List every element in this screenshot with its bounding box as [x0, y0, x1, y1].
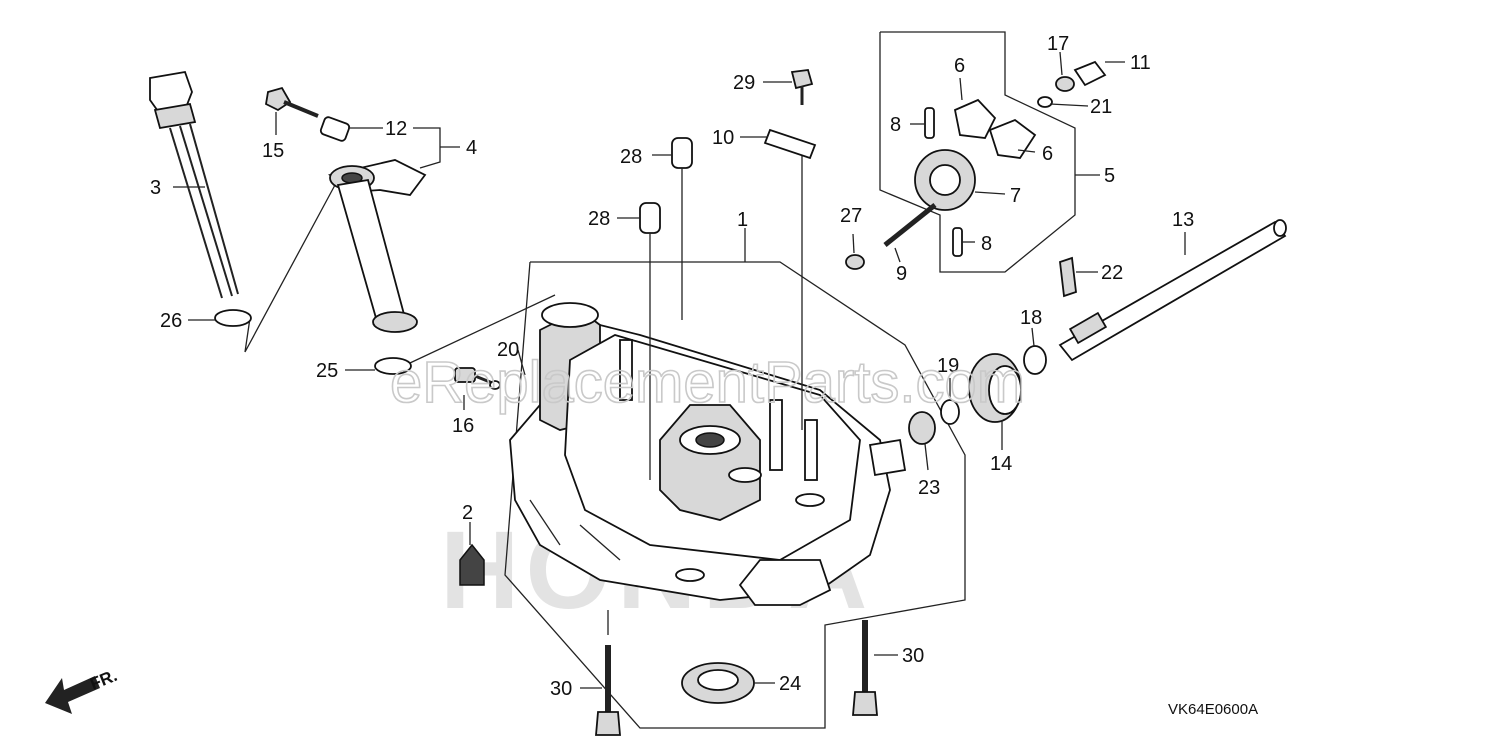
front-direction-arrow: FR.	[45, 666, 120, 714]
bolt-15	[265, 86, 319, 118]
gear-14	[968, 353, 1022, 423]
callout-1: 1	[737, 209, 748, 231]
washer-21	[1037, 96, 1053, 108]
callout-25: 25	[316, 360, 338, 382]
watermark: eReplacementParts.com	[390, 350, 1025, 415]
pin-8-upper	[924, 107, 935, 139]
callout-15: 15	[262, 140, 284, 162]
nut-27	[845, 254, 865, 270]
washer-19	[940, 399, 960, 425]
callout-13: 13	[1172, 209, 1194, 231]
callout-26: 26	[160, 310, 182, 332]
washer-20	[489, 380, 501, 390]
callout-10: 10	[712, 127, 734, 149]
oil-filler-tube	[328, 159, 427, 333]
callout-8-lower: 8	[981, 233, 992, 255]
bracket-10	[763, 128, 817, 160]
callout-4: 4	[466, 137, 477, 159]
oil-seal-24	[681, 662, 755, 704]
assembly-outlines	[244, 31, 1076, 729]
callout-3: 3	[150, 177, 161, 199]
pin-8-lower	[952, 227, 963, 257]
washer-18	[1023, 345, 1047, 375]
pin-11	[1073, 60, 1107, 87]
o-ring-25	[374, 357, 412, 375]
callout-9: 9	[896, 263, 907, 285]
callout-21: 21	[1090, 96, 1112, 118]
part-2	[459, 522, 485, 586]
seal-23	[908, 411, 936, 445]
callout-5: 5	[1104, 165, 1115, 187]
callout-29: 29	[733, 72, 755, 94]
rotor-6-upper	[953, 98, 997, 139]
callout-8-upper: 8	[890, 114, 901, 136]
callout-30-right: 30	[902, 645, 924, 667]
rotor-6-lower	[988, 118, 1037, 159]
shaft-9	[883, 203, 937, 247]
callout-28-upper: 28	[620, 146, 642, 168]
dowel-28-upper	[671, 137, 693, 320]
spring-22	[1059, 256, 1077, 298]
callout-27: 27	[840, 205, 862, 227]
diagram-code: VK64E0600A	[1168, 701, 1258, 718]
bolt-30-left	[595, 610, 621, 736]
crankcase-cover	[509, 302, 907, 606]
callout-6-upper: 6	[954, 55, 965, 77]
callout-17: 17	[1047, 33, 1069, 55]
bolt-30-right	[852, 620, 878, 716]
callout-16: 16	[452, 415, 474, 437]
callout-12: 12	[385, 118, 407, 140]
callout-19: 19	[937, 355, 959, 377]
callout-20: 20	[497, 339, 519, 361]
callout-22: 22	[1101, 262, 1123, 284]
bolt-29	[790, 69, 814, 430]
callout-28-lower: 28	[588, 208, 610, 230]
callout-23: 23	[918, 477, 940, 499]
callout-24: 24	[779, 673, 801, 695]
o-ring-26	[214, 309, 252, 327]
dipstick	[149, 70, 239, 299]
direction-label: FR.	[87, 666, 120, 694]
callout-2: 2	[462, 502, 473, 524]
callout-6-lower: 6	[1042, 143, 1053, 165]
callouts: 1 2 3 4 5 6 6 7 8 8 9 10 11 12 13 14 15 …	[150, 33, 1194, 700]
washer-17	[1055, 76, 1075, 92]
callout-7: 7	[1010, 185, 1021, 207]
callout-30-left: 30	[550, 678, 572, 700]
callout-14: 14	[990, 453, 1012, 475]
leader-lines	[173, 51, 1186, 689]
dowel-12	[319, 116, 351, 142]
shaft-13	[1058, 219, 1287, 362]
callout-18: 18	[1020, 307, 1042, 329]
pump-body-7	[914, 149, 976, 211]
callout-11: 11	[1130, 52, 1151, 74]
